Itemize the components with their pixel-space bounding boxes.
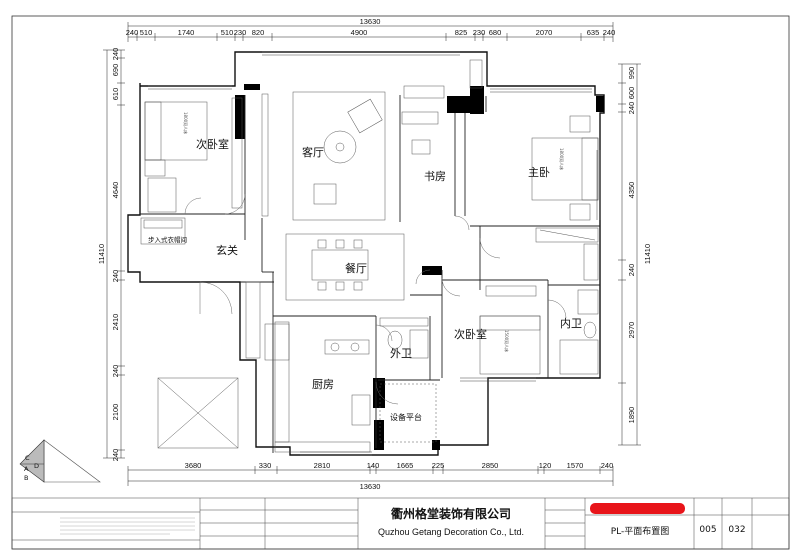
- dim-bottom-7: 2850: [482, 461, 499, 470]
- dim-top-2: 510: [140, 28, 153, 37]
- dim-left-8: 2100: [111, 404, 120, 421]
- dim-top-9: 230: [473, 28, 486, 37]
- dim-left-5: 240: [111, 270, 120, 283]
- dim-bottom-5: 1665: [397, 461, 414, 470]
- dim-right-4: 4350: [627, 182, 636, 199]
- label-walk-in-closet: 步入式衣帽间: [148, 235, 187, 244]
- company-name-cn: 衢州格堂装饰有限公司: [391, 506, 511, 521]
- left-dimensions: [103, 49, 125, 459]
- label-bed-1800-a: 1800双人床: [183, 112, 189, 134]
- redacted-project-name: [590, 503, 685, 514]
- dim-bottom-6: 225: [432, 461, 445, 470]
- dim-top-13: 240: [603, 28, 616, 37]
- dim-top-3: 1740: [178, 28, 195, 37]
- dim-left-6: 2410: [111, 314, 120, 331]
- dim-top-8: 825: [455, 28, 468, 37]
- label-second-bedroom-bottom: 次卧室: [454, 327, 487, 341]
- dim-left-9: 240: [111, 449, 120, 462]
- top-dimensions: [127, 22, 614, 42]
- furniture: [140, 59, 599, 453]
- dim-left-3: 610: [111, 88, 120, 101]
- dim-top-7: 4900: [351, 28, 368, 37]
- dim-left-2: 690: [111, 64, 120, 77]
- dim-right-6: 2970: [627, 322, 636, 339]
- label-master-bedroom: 主卧: [528, 166, 550, 179]
- dim-left-4: 4640: [111, 182, 120, 199]
- windows: [148, 51, 601, 456]
- dim-total-height-left: 11410: [97, 244, 106, 264]
- left-dim-labels: 240 690 610 4640 240 2410 240 2100 240: [111, 48, 120, 462]
- compass-label-d: D: [34, 462, 39, 470]
- doors: [184, 193, 567, 405]
- label-dining-room: 餐厅: [345, 261, 367, 275]
- dim-bottom-1: 3680: [185, 461, 202, 470]
- dim-bottom-2: 330: [259, 461, 272, 470]
- dim-left-7: 240: [111, 365, 120, 378]
- dim-bottom-3: 2810: [314, 461, 331, 470]
- right-dim-labels: 990 600 240 4350 240 2970 1890: [627, 67, 636, 424]
- dim-top-5: 230: [234, 28, 247, 37]
- dim-right-5: 240: [627, 264, 636, 277]
- dim-top-4: 510: [221, 28, 234, 37]
- label-living-room: 客厅: [302, 145, 324, 159]
- dim-right-2: 600: [627, 87, 636, 100]
- dim-total-width-bottom: 13630: [360, 482, 381, 491]
- dim-bottom-9: 1570: [567, 461, 584, 470]
- top-dim-labels: 240 510 1740 510 230 820 4900 825 230 68…: [126, 28, 616, 37]
- dim-right-3: 240: [627, 102, 636, 115]
- dim-top-12: 635: [587, 28, 600, 37]
- dim-bottom-4: 140: [367, 461, 380, 470]
- sheet-number: 005: [699, 525, 716, 535]
- compass-label-c: C: [25, 454, 30, 462]
- walls: [127, 51, 605, 456]
- title-block-fine-print: [60, 517, 195, 535]
- label-ensuite-bathroom: 内卫: [560, 316, 582, 330]
- solid-walls: [235, 84, 604, 450]
- label-bed-1800-b: 1800双人床: [559, 148, 565, 170]
- dim-total-height-right: 11410: [643, 244, 652, 264]
- label-equipment-platform: 设备平台: [390, 412, 422, 422]
- dim-top-10: 680: [489, 28, 502, 37]
- dim-bottom-10: 240: [601, 461, 614, 470]
- bottom-dim-labels: 3680 330 2810 140 1665 225 2850 120 1570…: [185, 461, 614, 470]
- dim-right-1: 990: [627, 67, 636, 80]
- dim-left-1: 240: [111, 48, 120, 61]
- title-block: [11, 497, 790, 550]
- compass-label-a: A: [24, 465, 29, 473]
- label-kitchen: 厨房: [312, 378, 334, 391]
- bottom-dimensions: [127, 466, 614, 486]
- label-foyer: 玄关: [216, 243, 238, 257]
- dim-top-6: 820: [252, 28, 265, 37]
- dim-top-1: 240: [126, 28, 139, 37]
- interior-walls: [140, 95, 600, 453]
- dim-bottom-8: 120: [539, 461, 552, 470]
- dim-total-width-top: 13630: [360, 17, 381, 26]
- label-bed-1500: 1500双人床: [504, 330, 510, 352]
- drawing-title: PL-平面布置图: [611, 525, 670, 537]
- compass-symbol: C D A B: [19, 439, 101, 483]
- label-second-bedroom-top: 次卧室: [196, 137, 229, 151]
- dim-right-7: 1890: [627, 407, 636, 424]
- total-sheets: 032: [728, 525, 745, 535]
- right-dimensions: [618, 63, 641, 446]
- company-name-en: Quzhou Getang Decoration Co., Ltd.: [378, 527, 524, 537]
- label-guest-bathroom: 外卫: [390, 347, 412, 360]
- compass-label-b: B: [24, 474, 28, 482]
- dim-top-11: 2070: [536, 28, 553, 37]
- label-study: 书房: [424, 170, 446, 183]
